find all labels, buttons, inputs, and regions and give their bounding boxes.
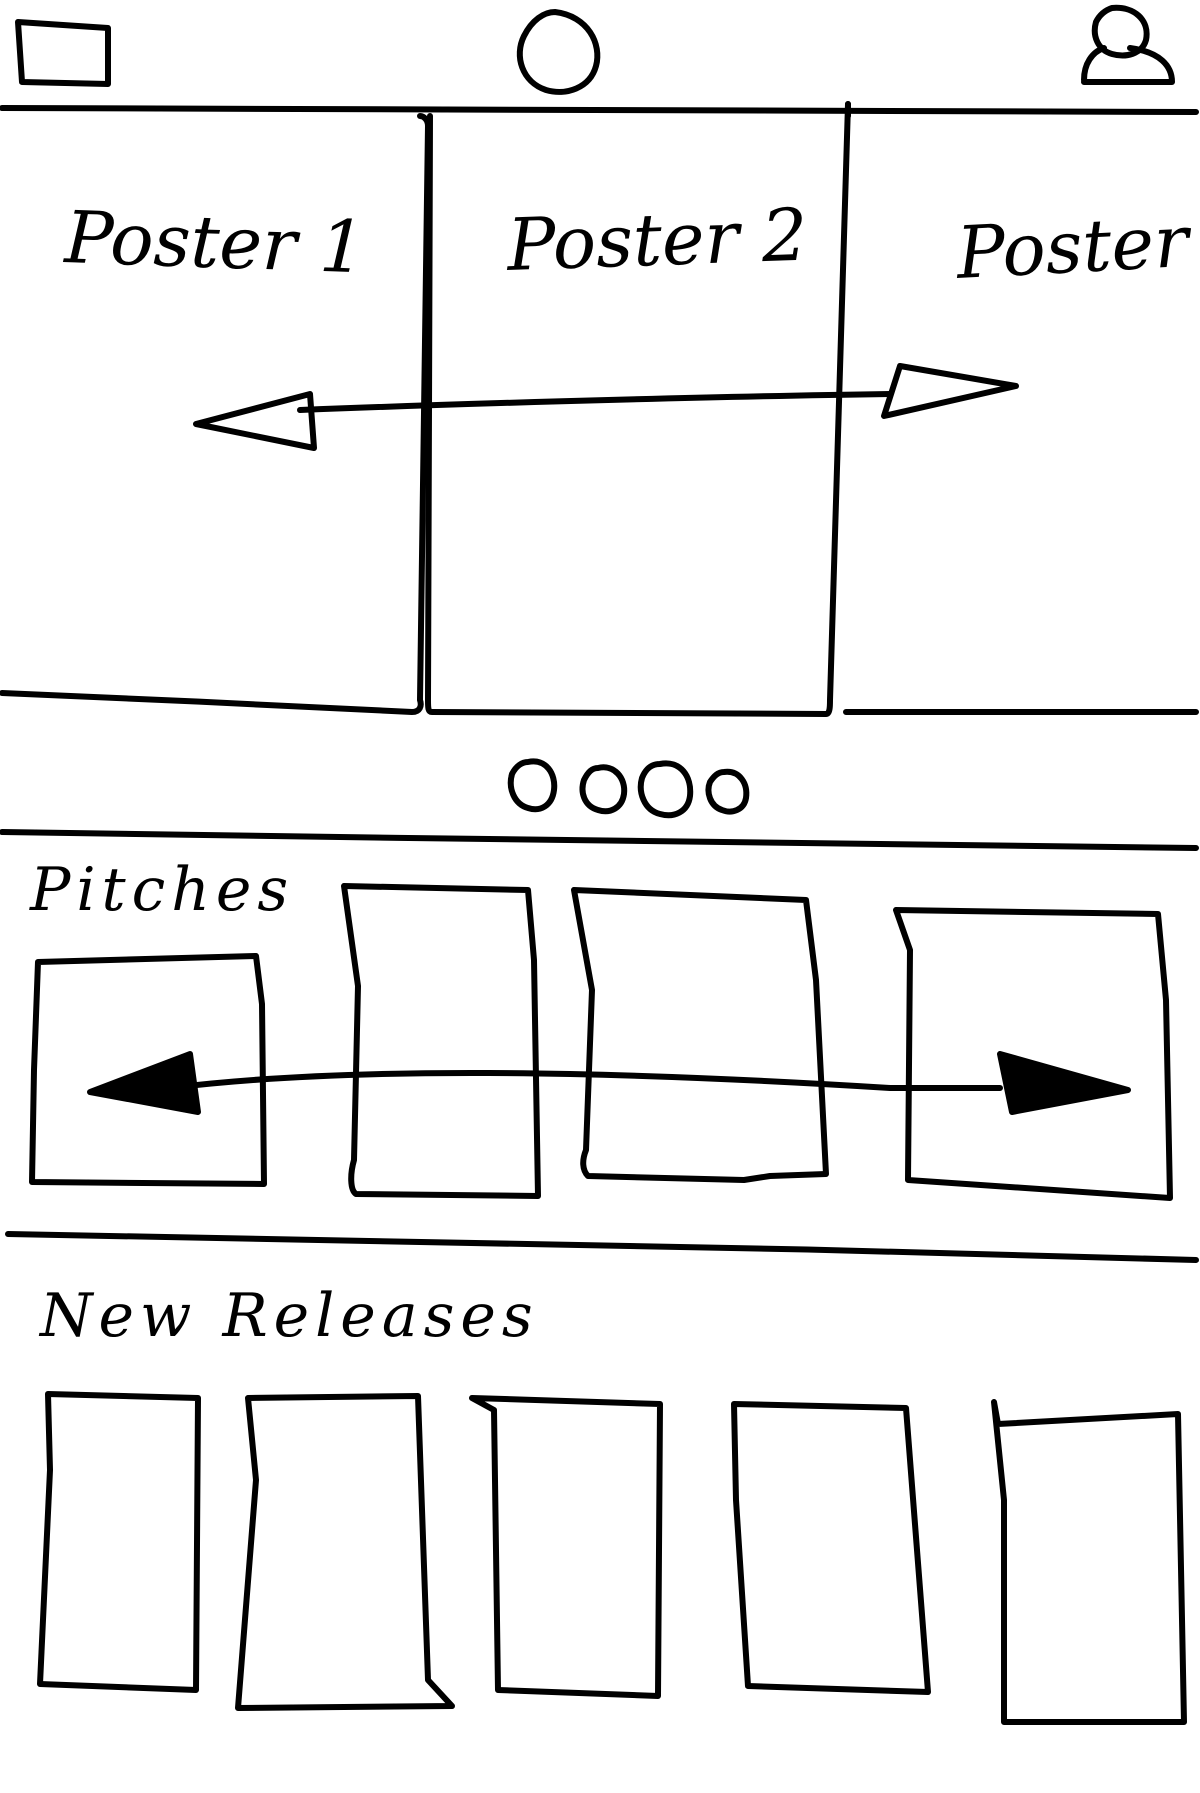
- poster-2-card[interactable]: [425, 101, 851, 717]
- carousel-swipe-line: [297, 391, 893, 413]
- circle-icon: [516, 9, 601, 95]
- pagination-dot[interactable]: [579, 764, 628, 815]
- pitch-card[interactable]: [893, 907, 1173, 1201]
- carousel-pagination[interactable]: [507, 758, 750, 819]
- top-bar-divider: [0, 105, 1199, 116]
- poster-2-label: Poster 2: [504, 193, 809, 288]
- new-releases-title: New Releases: [38, 1281, 539, 1351]
- left-arrow-icon[interactable]: [87, 1051, 201, 1115]
- right-arrow-icon[interactable]: [997, 1051, 1131, 1115]
- section-divider: [5, 1231, 1199, 1263]
- pagination-dot[interactable]: [507, 758, 558, 813]
- release-card[interactable]: [235, 1393, 455, 1711]
- pitch-card[interactable]: [29, 953, 267, 1187]
- release-card[interactable]: [991, 1399, 1187, 1725]
- release-card[interactable]: [731, 1401, 931, 1695]
- home-button[interactable]: [516, 9, 601, 95]
- pitches-section: Pitches: [29, 855, 1173, 1201]
- new-releases-section: New Releases: [37, 1281, 1187, 1725]
- pagination-dot[interactable]: [637, 760, 694, 819]
- rectangle-icon: [15, 19, 111, 87]
- release-card[interactable]: [37, 1391, 201, 1693]
- menu-button[interactable]: [15, 19, 111, 87]
- pagination-dot[interactable]: [705, 768, 750, 815]
- pitch-card[interactable]: [341, 883, 541, 1199]
- profile-button[interactable]: [1081, 4, 1175, 85]
- poster-3-card[interactable]: [843, 101, 1199, 715]
- user-icon: [1081, 4, 1175, 85]
- left-arrow-icon[interactable]: [193, 391, 317, 451]
- section-divider: [0, 829, 1199, 851]
- pitches-title: Pitches: [29, 855, 294, 925]
- release-card[interactable]: [469, 1395, 663, 1699]
- pitches-swipe-line: [167, 1069, 1003, 1091]
- poster-3-label: Poster 3: [952, 195, 1200, 295]
- pitch-card[interactable]: [571, 887, 829, 1183]
- poster-carousel[interactable]: Poster 1 Poster 2 Poster 3: [0, 101, 1200, 717]
- right-arrow-icon[interactable]: [881, 363, 1019, 419]
- poster-1-label: Poster 1: [61, 195, 366, 290]
- top-bar: [0, 4, 1199, 116]
